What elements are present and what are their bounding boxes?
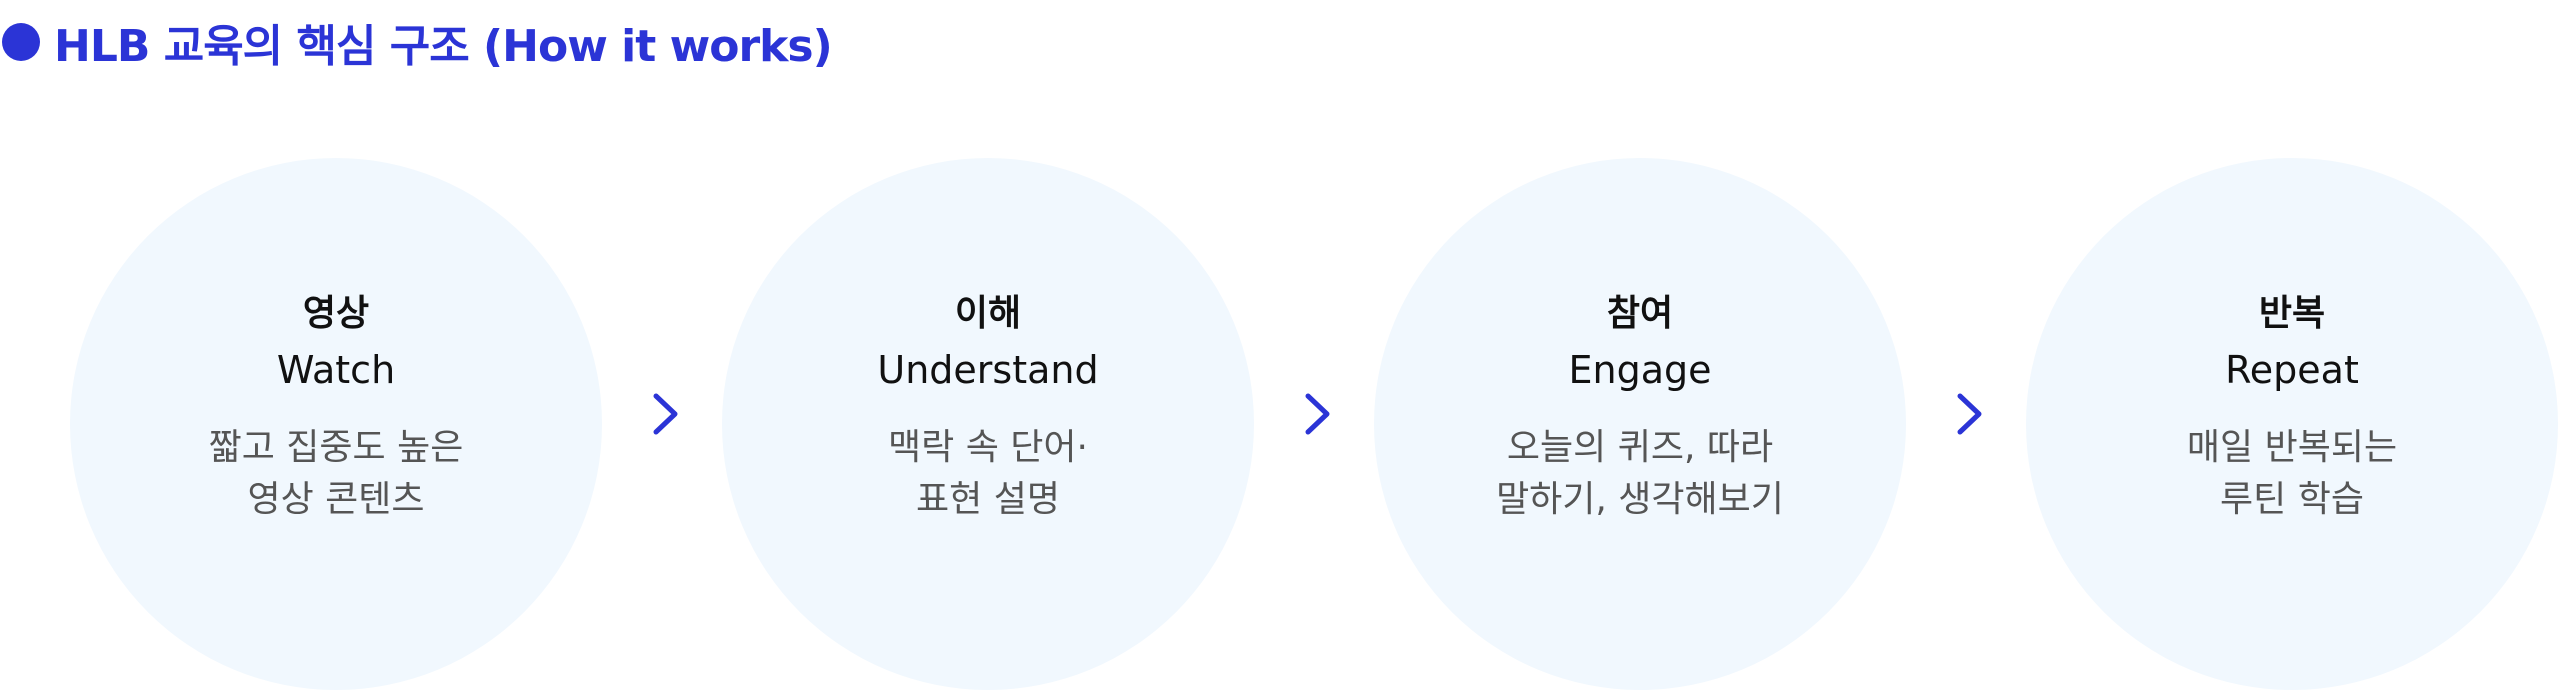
step-card-engage: 참여 Engage 오늘의 퀴즈, 따라 말하기, 생각해보기	[1374, 158, 1906, 690]
step-description-line: 말하기, 생각해보기	[1496, 479, 1784, 520]
step-description-line: 매일 반복되는	[2186, 427, 2398, 468]
step-description: 짧고 집중도 높은 영상 콘텐츠	[209, 422, 464, 526]
step-description-line: 표현 설명	[916, 479, 1060, 520]
step-title-en: Understand	[877, 348, 1099, 392]
step-title-ko: 이해	[954, 293, 1022, 334]
step-description-line: 짧고 집중도 높은	[208, 427, 464, 468]
step-card-understand: 이해 Understand 맥락 속 단어· 표현 설명	[722, 158, 1254, 690]
section-title: HLB 교육의 핵심 구조 (How it works)	[54, 21, 833, 72]
step-description-line: 영상 콘텐츠	[247, 479, 425, 520]
chevron-right-icon	[651, 392, 681, 436]
chevron-right-icon	[1955, 392, 1985, 436]
step-description-line: 루틴 학습	[2220, 479, 2364, 520]
step-description-line: 오늘의 퀴즈, 따라	[1506, 427, 1774, 468]
step-title-en: Repeat	[2225, 348, 2359, 392]
step-title-ko: 참여	[1606, 293, 1674, 334]
step-description: 매일 반복되는 루틴 학습	[2187, 422, 2397, 526]
bullet-icon	[2, 23, 40, 61]
step-title-ko: 영상	[302, 293, 370, 334]
step-description: 맥락 속 단어· 표현 설명	[888, 422, 1088, 526]
step-title-ko: 반복	[2258, 293, 2326, 334]
step-card-repeat: 반복 Repeat 매일 반복되는 루틴 학습	[2026, 158, 2558, 690]
step-title-en: Watch	[276, 348, 396, 392]
step-description-line: 맥락 속 단어·	[888, 427, 1088, 468]
step-title-en: Engage	[1568, 348, 1712, 392]
chevron-right-icon	[1303, 392, 1333, 436]
section-header: HLB 교육의 핵심 구조 (How it works)	[2, 12, 833, 72]
step-description: 오늘의 퀴즈, 따라 말하기, 생각해보기	[1496, 422, 1784, 526]
step-card-watch: 영상 Watch 짧고 집중도 높은 영상 콘텐츠	[70, 158, 602, 690]
